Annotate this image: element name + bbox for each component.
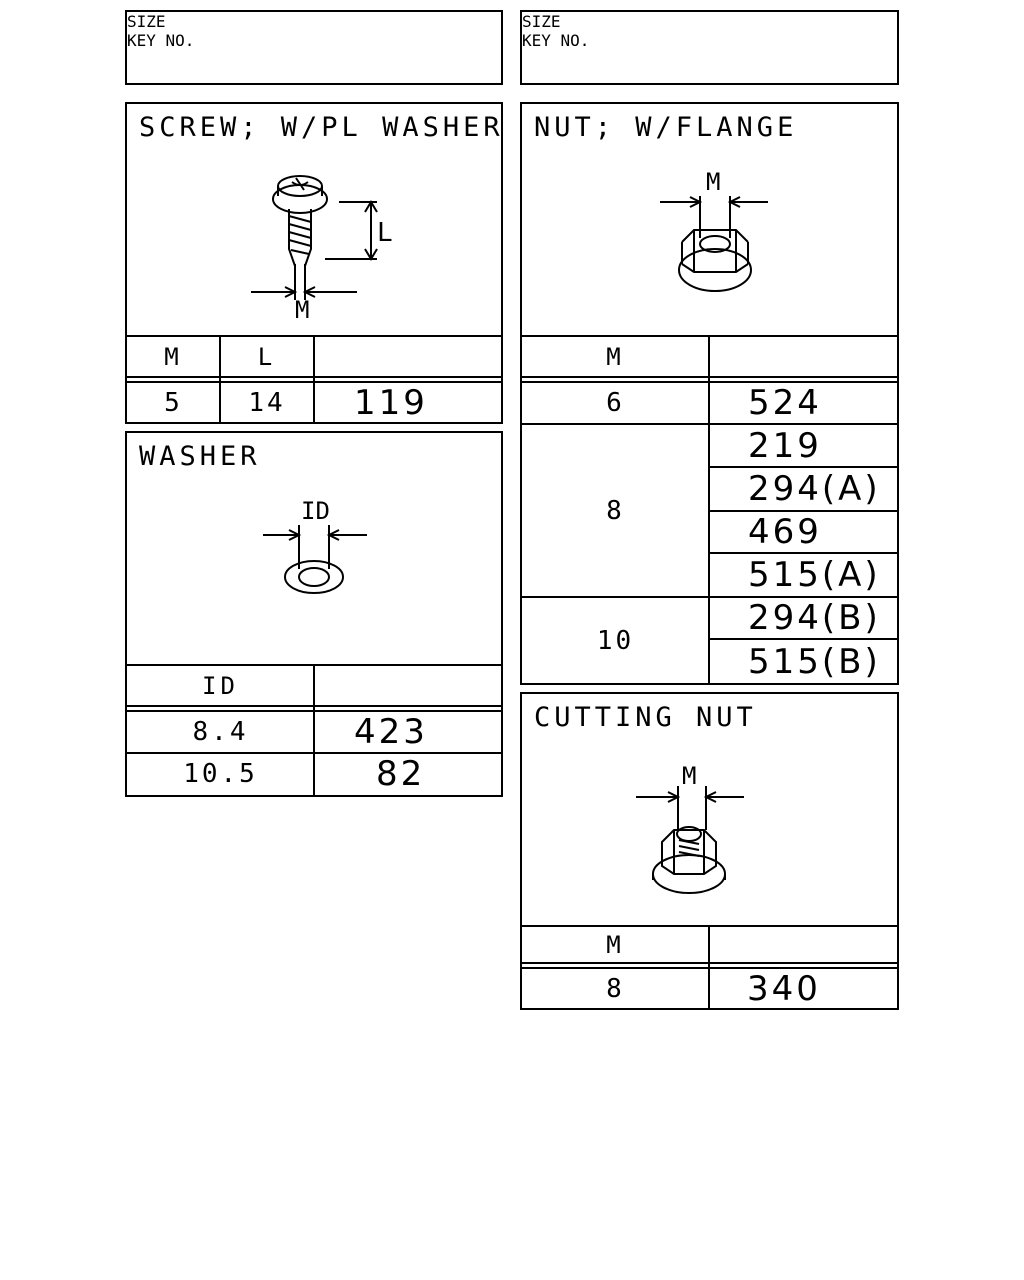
table-row: 8.4 423 [127, 712, 501, 752]
nut-flange-table-header: M [522, 337, 897, 377]
nut-flange-m-10: 10 [596, 625, 635, 656]
nut-flange-panel: NUT; W/FLANGE M M 6 8 10 524 219 294(A) … [520, 102, 899, 685]
washer-id-value: 10.5 [183, 759, 258, 789]
key-no-294b[interactable]: 294(B) [748, 598, 881, 638]
washer-diagram: ID [263, 497, 367, 594]
table-row: 5 14 119 [127, 383, 501, 423]
key-no-524[interactable]: 524 [748, 383, 822, 423]
key-no-469[interactable]: 469 [748, 512, 822, 552]
washer-id-value: 8.4 [192, 717, 249, 747]
washer-col-id: ID [202, 672, 239, 700]
screw-col-m: M [164, 343, 183, 371]
cutting-nut-title: CUTTING NUT [534, 702, 757, 733]
screw-title: SCREW; W/PL WASHER [139, 112, 504, 143]
key-no-423[interactable]: 423 [354, 712, 428, 752]
washer-panel: WASHER ID ID 8.4 423 10.5 82 [125, 431, 503, 797]
cutting-nut-diagram: M [636, 762, 744, 894]
key-no-label: KEY NO. [522, 31, 590, 50]
nut-flange-title: NUT; W/FLANGE [534, 112, 798, 143]
key-no-515a[interactable]: 515(A) [748, 555, 881, 595]
cutting-nut-m-value: 8 [606, 974, 625, 1004]
nut-flange-diagram: M [660, 168, 768, 292]
key-no-82[interactable]: 82 [376, 754, 426, 794]
cutting-nut-table-header: M [522, 927, 897, 963]
washer-dim-id: ID [301, 497, 330, 525]
screw-dim-m: M [295, 296, 309, 324]
key-no-340[interactable]: 340 [747, 969, 821, 1009]
washer-title: WASHER [139, 441, 261, 472]
screw-panel: SCREW; W/PL WASHER L M M L [125, 102, 503, 424]
cutting-nut-panel: CUTTING NUT M M 8 340 [520, 692, 899, 1010]
table-row: 10.5 82 [127, 754, 501, 794]
key-no-label: KEY NO. [127, 31, 195, 50]
header-left: SIZE KEY NO. [125, 10, 503, 85]
nut-flange-col-m: M [606, 343, 625, 371]
key-no-119[interactable]: 119 [354, 383, 428, 423]
cutting-nut-col-m: M [606, 931, 625, 959]
screw-table-header: M L [127, 337, 501, 377]
nut-flange-m-8: 8 [606, 495, 625, 526]
size-label: SIZE [127, 12, 166, 31]
cutting-nut-dim-m: M [682, 762, 696, 790]
washer-table-header: ID [127, 666, 501, 706]
key-no-515b[interactable]: 515(B) [748, 641, 881, 682]
header-right: SIZE KEY NO. [520, 10, 899, 85]
size-label: SIZE [522, 12, 561, 31]
screw-col-l: L [257, 343, 277, 371]
key-no-294a[interactable]: 294(A) [748, 469, 881, 509]
screw-dim-l: L [377, 218, 393, 248]
table-row: 8 340 [522, 969, 897, 1009]
screw-l-value: 14 [248, 388, 286, 418]
nut-flange-m-6: 6 [606, 388, 625, 418]
screw-m-value: 5 [164, 388, 183, 418]
nut-flange-dim-m: M [706, 168, 720, 196]
screw-diagram: L M [251, 175, 393, 324]
key-no-219[interactable]: 219 [748, 425, 822, 466]
